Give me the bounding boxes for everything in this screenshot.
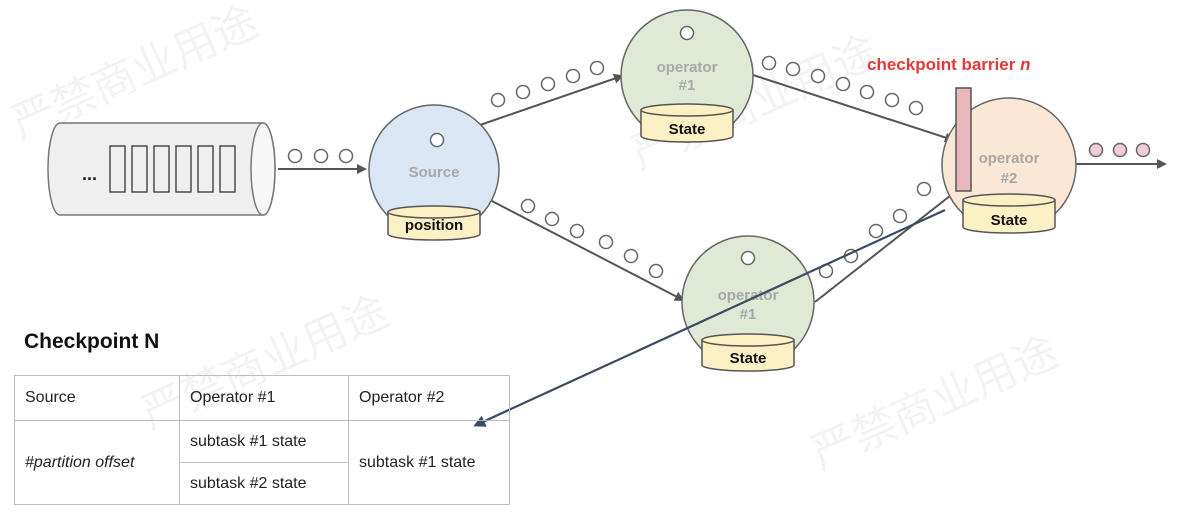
- operator1-bottom-node: operator #1 State: [681, 235, 815, 372]
- queue-ellipsis: ...: [82, 164, 97, 184]
- arrow-op1-top-op2: [749, 73, 955, 143]
- operator2-state-store: State: [962, 193, 1056, 234]
- source-label: Source: [409, 164, 460, 181]
- checkpoint-table: Source Operator #1 Operator #2 #partitio…: [14, 375, 510, 505]
- table-row: #partition offset subtask #1 state subta…: [14, 420, 510, 505]
- header-operator2: Operator #2: [348, 375, 510, 421]
- operator1-bottom-state-store: State: [701, 333, 795, 372]
- svg-text:operator: operator: [657, 59, 718, 76]
- barrier-label: checkpoint barrier n: [867, 55, 1030, 74]
- svg-text:State: State: [991, 212, 1028, 229]
- svg-text:#2: #2: [1001, 170, 1018, 187]
- arrow-source-op1-bottom: [489, 199, 685, 301]
- queue-records: [109, 145, 236, 193]
- checkpoint-title: Checkpoint N: [24, 330, 160, 353]
- checkpoint-barrier: checkpoint barrier n: [867, 55, 1030, 192]
- source-node: Source position: [368, 104, 500, 241]
- records-op1-bottom-op2: [818, 181, 932, 279]
- svg-text:State: State: [730, 350, 767, 367]
- operator2-subtask1-cell: subtask #1 state: [348, 420, 510, 505]
- svg-text:operator: operator: [979, 150, 1040, 167]
- svg-text:#1: #1: [740, 306, 757, 323]
- records-queue-source: [287, 148, 354, 164]
- svg-text:#1: #1: [679, 77, 696, 94]
- source-offset-cell: #partition offset: [14, 420, 180, 505]
- arrow-source-op1-top: [479, 73, 624, 126]
- input-queue: ...: [47, 122, 276, 216]
- records-source-op1-top: [490, 60, 605, 108]
- flow-arrows: [278, 73, 1167, 303]
- svg-text:State: State: [669, 121, 706, 138]
- records-source-op1-bottom: [520, 198, 664, 279]
- operator2-node: operator #2 State: [941, 97, 1077, 234]
- snapshot-link-arrow: [473, 209, 946, 427]
- records-op1-top-op2: [761, 55, 924, 116]
- header-operator1: Operator #1: [179, 375, 349, 421]
- operator1-top-state-store: State: [640, 103, 734, 143]
- operator1-subtask2-cell: subtask #2 state: [179, 462, 349, 505]
- table-row: subtask #2 state: [15, 462, 510, 505]
- table-header-row: Source Operator #1 Operator #2: [14, 375, 510, 421]
- operator1-subtask1-cell: subtask #1 state: [179, 420, 349, 463]
- source-position-store: position: [387, 205, 481, 241]
- svg-text:operator: operator: [718, 287, 779, 304]
- svg-text:严禁商业用途: 严禁商业用途: [804, 327, 1065, 479]
- arrow-op1-bottom-op2: [814, 186, 962, 303]
- barrier-marker: [955, 87, 972, 192]
- svg-text:position: position: [405, 217, 463, 234]
- header-source: Source: [14, 375, 180, 421]
- records-output: [1088, 142, 1151, 158]
- operator1-top-node: operator #1 State: [620, 9, 754, 143]
